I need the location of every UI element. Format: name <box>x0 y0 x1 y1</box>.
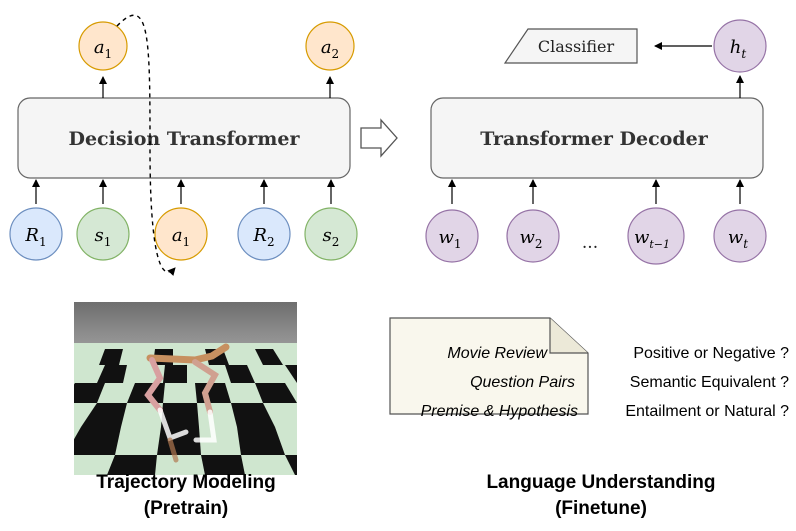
transformer-decoder-label: Transformer Decoder <box>480 128 708 150</box>
classifier-box <box>503 28 638 64</box>
left-caption-line1: Trajectory Modeling <box>96 472 275 493</box>
task-question-entailment: Entailment or Natural ? <box>625 403 789 420</box>
svg-text:wt: wt <box>728 227 748 251</box>
task-question-equivalence: Semantic Equivalent ? <box>630 374 789 391</box>
svg-text:ht: ht <box>730 37 747 61</box>
input-node-w2: w2 <box>506 209 560 263</box>
svg-text:R2: R2 <box>252 225 274 249</box>
sequence-ellipsis: ... <box>582 233 598 253</box>
autoregressive-feedback-arrow <box>116 14 176 276</box>
input-node-w1: w1 <box>425 209 479 263</box>
transfer-arrow <box>360 118 398 158</box>
output-node-a1: a1 <box>78 21 128 71</box>
task-name-question-pairs: Question Pairs <box>470 374 575 391</box>
task-datasets-note <box>389 317 589 415</box>
svg-text:wt−1: wt−1 <box>634 227 670 251</box>
task-question-sentiment: Positive or Negative ? <box>633 345 789 362</box>
svg-text:a2: a2 <box>321 37 339 61</box>
left-caption-line2: (Pretrain) <box>144 498 228 519</box>
output-node-ht: ht <box>713 19 767 73</box>
locomotion-simulation-image <box>74 302 297 475</box>
svg-text:w1: w1 <box>438 227 461 251</box>
svg-text:a1: a1 <box>94 37 112 61</box>
right-caption-line2: (Finetune) <box>555 498 647 519</box>
decision-transformer-label: Decision Transformer <box>68 128 300 150</box>
decision-transformer-box <box>17 97 351 179</box>
output-node-a2: a2 <box>305 21 355 71</box>
svg-text:R1: R1 <box>24 225 46 249</box>
svg-text:s2: s2 <box>323 225 340 249</box>
transformer-decoder-box <box>430 97 764 179</box>
task-name-premise-hypothesis: Premise & Hypothesis <box>421 403 578 420</box>
input-node-s1: s1 <box>76 207 130 261</box>
right-caption-line1: Language Understanding <box>486 472 715 493</box>
note-folded-corner <box>549 318 588 354</box>
input-node-wt: wt <box>713 209 767 263</box>
input-node-a1: a1 <box>154 207 208 261</box>
svg-text:a1: a1 <box>172 225 190 249</box>
input-node-s2: s2 <box>304 207 358 261</box>
input-node-wt-minus-1: wt−1 <box>627 207 685 265</box>
svg-text:s1: s1 <box>95 225 112 249</box>
classifier-label: Classifier <box>538 37 615 56</box>
input-node-r2: R2 <box>237 207 291 261</box>
task-name-movie-review: Movie Review <box>447 345 548 362</box>
input-node-r1: R1 <box>9 207 63 261</box>
svg-text:w2: w2 <box>519 227 542 251</box>
